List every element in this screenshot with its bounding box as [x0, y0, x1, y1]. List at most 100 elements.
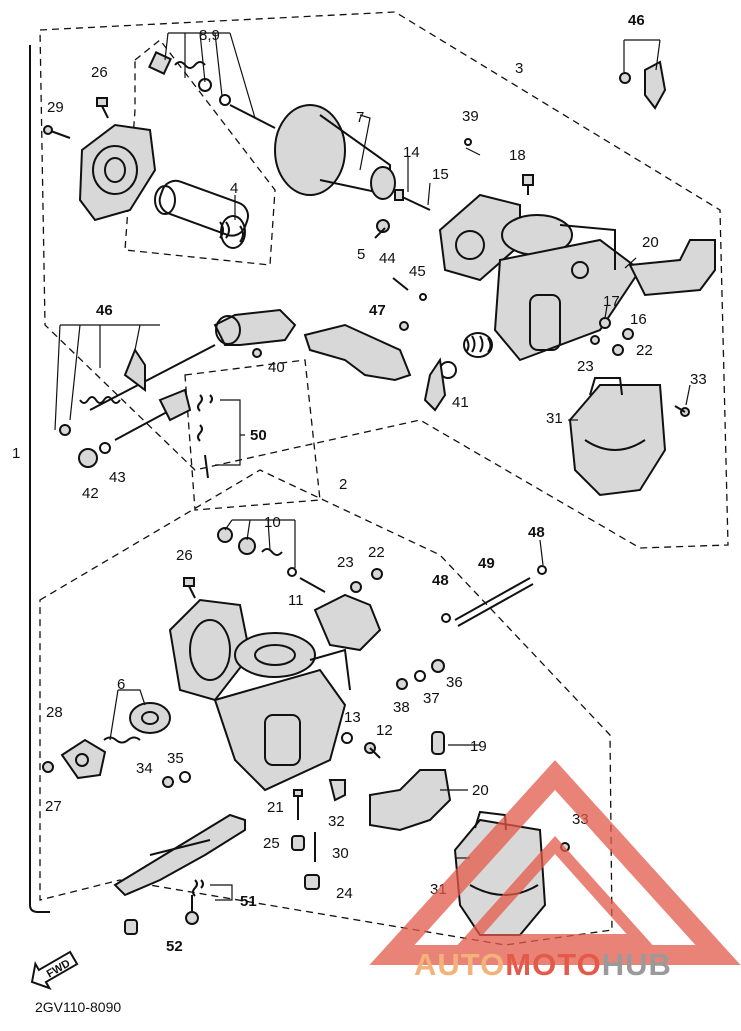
callout-40: 40 — [268, 359, 285, 376]
callout-29: 29 — [47, 99, 64, 116]
callout-45: 45 — [409, 263, 426, 280]
lower-carburetor-body-icon — [168, 598, 351, 792]
callout-12: 12 — [376, 722, 393, 739]
callout-8-9: 8,9 — [199, 27, 220, 44]
screw-26-lower-icon — [183, 577, 196, 599]
callout-1: 1 — [12, 445, 20, 462]
washer-46-icon — [59, 424, 71, 436]
callout-17: 17 — [603, 293, 620, 310]
watermark-triangle-icon — [369, 760, 741, 965]
upper-carburetor-body-icon — [438, 193, 642, 362]
callout-4: 4 — [230, 180, 238, 197]
screw-16-icon — [622, 328, 634, 340]
watermark-inner-triangle-icon — [456, 836, 654, 946]
collar-42-icon — [78, 448, 98, 468]
clip-48-a-icon — [441, 613, 451, 623]
screw-52-icon — [124, 919, 138, 935]
callout-3: 3 — [515, 60, 523, 77]
callout-7: 7 — [356, 109, 364, 126]
washer-23-upper-icon — [590, 335, 600, 345]
spring-41-icon — [423, 332, 493, 412]
watermark-part-moto: MOTO — [505, 947, 601, 982]
washer-23-lower-icon — [350, 581, 362, 593]
washer-45-icon — [419, 293, 427, 301]
fwd-label: FWD — [45, 957, 73, 980]
link-screw-50-icon — [204, 454, 209, 479]
callout-14: 14 — [403, 144, 420, 161]
callout-2: 2 — [339, 476, 347, 493]
lever-46-icon — [123, 347, 146, 392]
callout-26-lower: 26 — [176, 547, 193, 564]
piston-7-icon — [274, 104, 396, 200]
clip-48-b-icon — [537, 565, 547, 575]
fwd-arrow-icon: FWD — [30, 950, 79, 990]
screw-22-upper-icon — [612, 344, 624, 356]
callout-42: 42 — [82, 485, 99, 502]
callout-13: 13 — [344, 709, 361, 726]
callout-44: 44 — [379, 250, 396, 267]
callout-52: 52 — [166, 938, 183, 955]
link-spring-50b-icon — [197, 424, 203, 442]
screw-44-icon — [392, 277, 409, 291]
screw-26-icon — [96, 97, 109, 119]
float-bowl-31-upper-icon — [568, 377, 667, 497]
watermark-part-auto: AUTO — [414, 947, 505, 982]
callout-31-upper: 31 — [546, 410, 563, 427]
clip-39-icon — [464, 138, 472, 146]
callout-23-lower: 23 — [337, 554, 354, 571]
callout-46-upper: 46 — [628, 12, 645, 29]
bracket-20-upper-icon — [628, 239, 716, 297]
washer-35-icon — [179, 771, 191, 783]
callout-48-a: 48 — [432, 572, 449, 589]
upper-carburetor-parts — [43, 51, 716, 497]
callout-6: 6 — [117, 676, 125, 693]
choke-shaft-icon — [89, 344, 216, 411]
callout-35: 35 — [167, 750, 184, 767]
jet-25-icon — [291, 835, 305, 851]
callout-20-upper: 20 — [642, 234, 659, 251]
callout-20-lower: 20 — [472, 782, 489, 799]
washer-37-icon — [414, 670, 426, 682]
watermark-wordmark: AUTOMOTOHUB — [414, 947, 672, 982]
link-plate-icon — [113, 813, 246, 897]
spring-4-icon — [154, 179, 250, 249]
screw-5-icon — [374, 219, 390, 239]
screw-36-icon — [431, 659, 445, 673]
callout-39: 39 — [462, 108, 479, 125]
screw-29-icon — [43, 125, 71, 139]
throttle-lever-icon — [158, 388, 192, 422]
callout-36: 36 — [446, 674, 463, 691]
callout-46-lower: 46 — [96, 302, 113, 319]
callout-43: 43 — [109, 469, 126, 486]
callout-34: 34 — [136, 760, 153, 777]
callout-50: 50 — [250, 427, 267, 444]
link-group-parts — [59, 344, 245, 479]
screw-22-lower-icon — [371, 568, 383, 580]
lower-carburetor-parts — [42, 527, 570, 936]
bracket-20-lower-icon — [369, 769, 452, 832]
part-19-icon — [431, 731, 445, 755]
callout-37: 37 — [423, 690, 440, 707]
spring-51-icon — [192, 879, 204, 897]
callout-22-lower: 22 — [368, 544, 385, 561]
jet-21-icon — [293, 789, 303, 820]
callout-21: 21 — [267, 799, 284, 816]
screw-33-upper-icon — [674, 405, 690, 417]
screw-51-icon — [185, 895, 199, 925]
bracket-47-icon — [303, 321, 412, 382]
callout-19: 19 — [470, 738, 487, 755]
assembly-bracket — [29, 45, 50, 913]
washer-17-icon — [599, 317, 611, 329]
washer-43-icon — [99, 442, 111, 454]
callout-25: 25 — [263, 835, 280, 852]
drawing-code: 2GV110-8090 — [35, 999, 121, 1015]
callout-16: 16 — [630, 311, 647, 328]
diaphragm-subgroup-outline — [124, 39, 276, 266]
screw-34-icon — [162, 776, 174, 788]
callout-15: 15 — [432, 166, 449, 183]
link-group-outline — [184, 359, 321, 511]
needle-set-10-icon — [217, 527, 326, 593]
callout-27: 27 — [45, 798, 62, 815]
group-boundaries — [29, 11, 729, 946]
